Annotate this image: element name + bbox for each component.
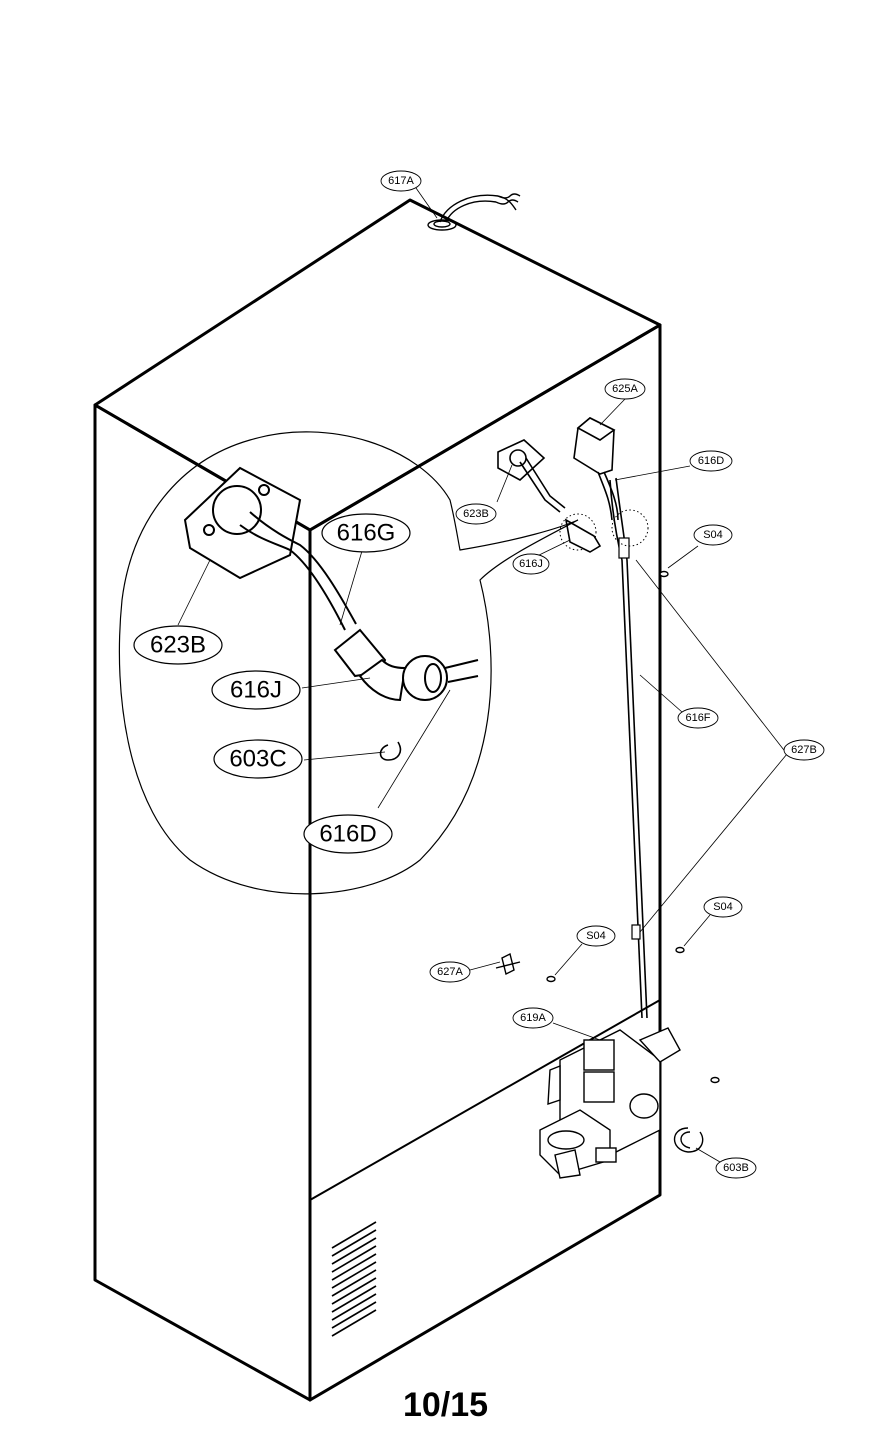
detail-callout-623b: 623B <box>133 625 223 665</box>
callout-603b: 603B <box>715 1157 757 1179</box>
callout-619a: 619A <box>512 1007 554 1029</box>
detail-bubble <box>118 431 579 895</box>
callout-616d: 616D <box>689 450 733 472</box>
detail-part-623b <box>183 466 302 580</box>
clamp-627a <box>495 952 521 976</box>
leader-lines <box>177 187 788 1163</box>
detail-callout-616g: 616G <box>321 513 411 553</box>
detail-callout-616j-label: 616J <box>230 677 282 704</box>
callout-623b: 623B <box>455 503 497 525</box>
water-valve-assembly <box>539 1027 681 1179</box>
callout-616j: 616J <box>512 553 550 575</box>
callout-s04-mid: S04 <box>576 925 616 947</box>
callout-s04-top-label: S04 <box>703 529 723 541</box>
callout-616f: 616F <box>677 707 719 729</box>
detail-callout-616d-label: 616D <box>319 821 376 848</box>
clip-603b <box>673 1127 704 1153</box>
detail-tube-616g <box>239 511 357 631</box>
detail-callout-616d: 616D <box>303 814 393 854</box>
top-grommet <box>427 193 521 231</box>
callout-603b-label: 603B <box>723 1162 749 1174</box>
detail-callout-623b-label: 623B <box>150 632 206 659</box>
vent-grille <box>331 1221 377 1337</box>
callout-619a-label: 619A <box>520 1012 546 1024</box>
connection-highlight <box>559 509 649 551</box>
part-623b-small <box>497 439 602 553</box>
callout-625a: 625A <box>604 378 646 400</box>
callout-s04-right: S04 <box>703 896 743 918</box>
callout-617a-label: 617A <box>388 175 414 187</box>
detail-tube-616d <box>444 659 479 683</box>
callout-617a: 617A <box>380 170 422 192</box>
detail-callout-603c: 603C <box>213 739 303 779</box>
screws <box>546 570 720 1084</box>
callout-616f-label: 616F <box>685 712 710 724</box>
water-tube <box>609 477 648 1019</box>
callout-627a: 627A <box>429 961 471 983</box>
page-number: 10/15 <box>402 1386 489 1424</box>
callout-s04-right-label: S04 <box>713 901 733 913</box>
part-625a <box>573 417 619 521</box>
detail-callout-616g-label: 616G <box>337 520 396 547</box>
callout-s04-top: S04 <box>693 524 733 546</box>
detail-callout-616j: 616J <box>211 670 301 710</box>
detail-callout-603c-label: 603C <box>229 746 286 773</box>
callout-616j-label: 616J <box>519 558 543 570</box>
callout-627b: 627B <box>783 739 825 761</box>
callout-623b-label: 623B <box>463 508 489 520</box>
callout-616d-label: 616D <box>698 455 724 467</box>
callout-627b-label: 627B <box>791 744 817 756</box>
detail-clip-603c <box>379 741 402 761</box>
callout-625a-label: 625A <box>612 383 638 395</box>
refrigerator-cabinet <box>93 198 662 1402</box>
callout-627a-label: 627A <box>437 966 463 978</box>
callout-s04-mid-label: S04 <box>586 930 606 942</box>
detail-elbow-616j <box>333 628 448 702</box>
